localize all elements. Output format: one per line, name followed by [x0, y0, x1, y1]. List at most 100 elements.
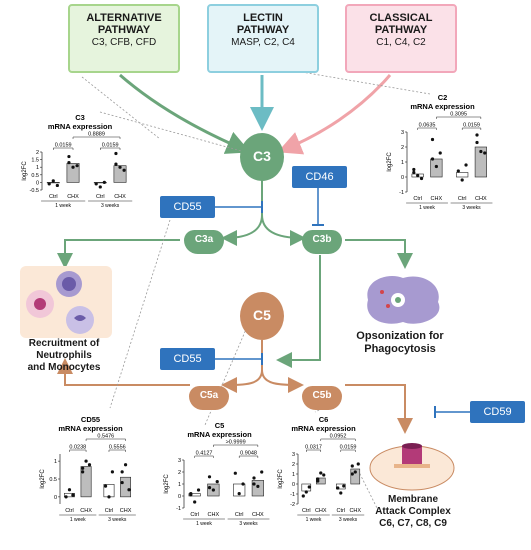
- opsonization-caption: Opsonization for Phagocytosis: [356, 330, 444, 355]
- data-point: [256, 484, 260, 488]
- c3-node: [240, 133, 284, 181]
- group-label: 1 week: [70, 517, 86, 523]
- data-point: [316, 479, 320, 483]
- p-value-label: 0.0317: [305, 445, 322, 451]
- p-value-label: 0.0635: [419, 123, 436, 129]
- bar: [120, 476, 132, 498]
- data-point: [207, 486, 212, 490]
- y-tick-label: 0: [178, 494, 181, 500]
- data-point: [207, 475, 212, 479]
- arrow-c3b-to-opsonization: [345, 239, 413, 269]
- group-label: 1 week: [419, 205, 435, 211]
- significance-bracket: [213, 444, 259, 447]
- p-value-label: 0.0159: [55, 143, 72, 149]
- x-tick-label: CHX: [120, 508, 132, 514]
- chart-title-text: C5: [215, 421, 225, 430]
- x-tick-label: CHX: [475, 196, 487, 202]
- group-label: 3 weeks: [239, 521, 258, 527]
- chart-title-text: mRNA expression: [58, 424, 123, 433]
- c5-node: [240, 292, 284, 340]
- y-axis-label: log2FC: [40, 469, 46, 489]
- c3a-label: C3a: [194, 234, 214, 245]
- phagocyte-icon: [367, 276, 440, 324]
- y-tick-label: 1: [292, 472, 295, 478]
- p-value-label: 0.0159: [463, 123, 480, 129]
- y-tick-label: 2: [292, 462, 295, 468]
- lectin-pathway-title: LECTIN PATHWAY: [236, 12, 290, 36]
- classical-pathway-title: CLASSICAL PATHWAY: [369, 12, 433, 36]
- significance-bracket: [461, 127, 482, 130]
- data-point: [75, 164, 79, 168]
- data-point: [419, 176, 424, 181]
- significance-bracket: [417, 127, 437, 130]
- y-tick-label: 3: [178, 458, 181, 464]
- p-value-label: 0.0238: [69, 445, 86, 451]
- data-point: [304, 490, 308, 494]
- data-point: [107, 495, 111, 499]
- mac-illustration: [368, 430, 456, 492]
- p-value-label: 0.5556: [109, 445, 126, 451]
- data-point: [120, 480, 124, 485]
- data-point: [460, 178, 464, 182]
- data-point: [252, 482, 256, 486]
- data-point: [47, 182, 51, 186]
- significance-bracket: [320, 438, 356, 441]
- y-tick-label: -1: [290, 492, 295, 498]
- x-tick-label: Ctrl: [105, 508, 114, 514]
- arrow-alternative-to-c3: [119, 73, 251, 154]
- y-tick-label: -1: [176, 506, 181, 512]
- significance-bracket: [69, 449, 87, 452]
- data-point: [252, 476, 256, 480]
- classical-pathway-components: C1, C4, C2: [376, 37, 426, 48]
- y-tick-label: 2: [178, 470, 181, 476]
- c5-label: C5: [253, 307, 271, 323]
- recruitment-illustration: [20, 266, 112, 338]
- y-tick-label: 3: [401, 130, 404, 136]
- data-point: [475, 133, 479, 137]
- y-axis-label: log2FC: [22, 161, 28, 181]
- y-tick-label: 0.5: [31, 173, 39, 179]
- data-point: [94, 182, 98, 186]
- y-tick-label: 0: [54, 495, 57, 501]
- immune-cells-icon: [26, 271, 94, 334]
- alternative-pathway-box: ALTERNATIVE PATHWAY C3, CFB, CFD: [68, 4, 180, 73]
- alternative-pathway-components: C3, CFB, CFD: [91, 37, 157, 48]
- mac-caption: Membrane Attack Complex C6, C7, C8, C9: [375, 494, 451, 529]
- chart-title-text: mRNA expression: [187, 430, 252, 439]
- data-point: [241, 482, 245, 486]
- p-value-label: 0.9048: [240, 451, 257, 457]
- c5a-label: C5a: [199, 390, 219, 401]
- data-point: [67, 154, 71, 159]
- x-tick-label: CHX: [208, 512, 220, 518]
- x-tick-label: Ctrl: [49, 194, 58, 200]
- data-point: [483, 151, 487, 155]
- c3a-fragment: [184, 230, 224, 254]
- recruitment-caption: Recruitment of Neutrophils and Monocytes: [27, 338, 101, 373]
- y-axis-label: log2FC: [164, 474, 170, 494]
- bar: [64, 492, 75, 498]
- y-tick-label: -2: [290, 502, 295, 508]
- y-tick-label: 0: [401, 175, 404, 181]
- classical-pathway-box: CLASSICAL PATHWAY C1, C4, C2: [345, 4, 457, 73]
- data-point: [350, 464, 354, 468]
- y-axis-label: log2FC: [387, 152, 393, 172]
- x-tick-label: CHX: [252, 512, 264, 518]
- data-point: [475, 140, 479, 145]
- data-point: [356, 462, 360, 466]
- data-point: [81, 466, 85, 470]
- lectin-pathway-components: MASP, C2, C4: [231, 37, 295, 48]
- x-tick-label: CHX: [315, 508, 327, 514]
- chart-title-text: mRNA expression: [48, 122, 113, 131]
- cd55-mid-box: CD55: [160, 348, 215, 370]
- group-label: 1 week: [55, 203, 71, 209]
- data-point: [196, 488, 201, 492]
- c3b-label: C3b: [312, 234, 332, 245]
- data-point: [430, 157, 435, 161]
- c3-label: C3: [253, 148, 271, 164]
- data-point: [102, 180, 106, 184]
- data-point: [98, 185, 102, 189]
- bar: [350, 468, 361, 485]
- x-tick-label: CHX: [431, 196, 443, 202]
- p-value-label: 0.5476: [97, 434, 114, 440]
